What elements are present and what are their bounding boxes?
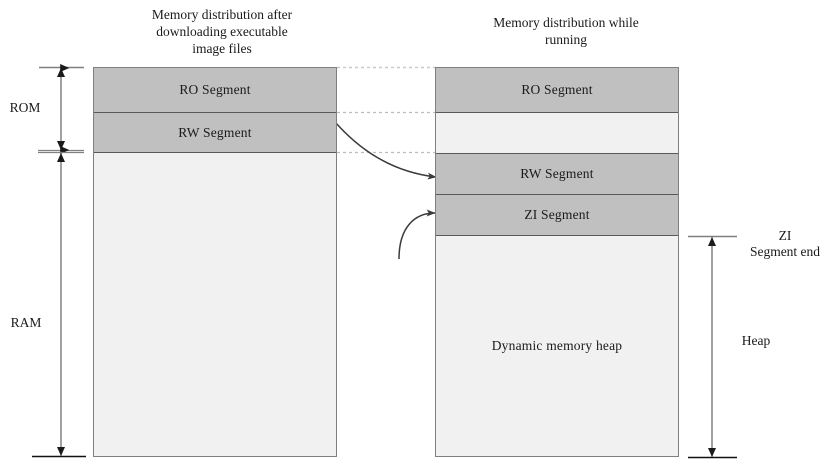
right-rw-segment-label: RW Segment bbox=[520, 166, 594, 181]
right-heap-area-label: Dynamic memory heap bbox=[491, 338, 623, 353]
right-zi-segment-label: ZI Segment bbox=[524, 207, 590, 222]
dotted-guide-lines bbox=[337, 66, 436, 154]
connector-rw-arrow bbox=[335, 122, 437, 180]
ram-bracket bbox=[32, 151, 86, 458]
right-gap-area[interactable] bbox=[435, 112, 679, 154]
zi-segment-end-label: ZI Segment end bbox=[749, 228, 821, 259]
left-ro-segment[interactable]: RO Segment bbox=[93, 67, 337, 113]
right-heap-area[interactable]: Dynamic memory heap bbox=[435, 235, 679, 457]
heap-bracket-label: Heap bbox=[741, 333, 771, 348]
right-ro-segment-label: RO Segment bbox=[521, 82, 593, 97]
left-rw-segment[interactable]: RW Segment bbox=[93, 112, 337, 153]
left-panel-title: Memory distribution after downloading ex… bbox=[151, 7, 293, 56]
right-ro-segment[interactable]: RO Segment bbox=[435, 67, 679, 113]
rom-bracket-label: ROM bbox=[9, 100, 41, 115]
left-rw-segment-label: RW Segment bbox=[178, 124, 252, 140]
connector-zi-arrow bbox=[398, 209, 436, 260]
left-ro-segment-label: RO Segment bbox=[179, 82, 251, 97]
ram-bracket-label: RAM bbox=[10, 315, 42, 330]
right-zi-segment[interactable]: ZI Segment bbox=[435, 194, 679, 236]
right-rw-segment[interactable]: RW Segment bbox=[435, 153, 679, 195]
right-panel-title: Memory distribution while running bbox=[493, 15, 639, 47]
left-free-area[interactable] bbox=[93, 152, 337, 457]
